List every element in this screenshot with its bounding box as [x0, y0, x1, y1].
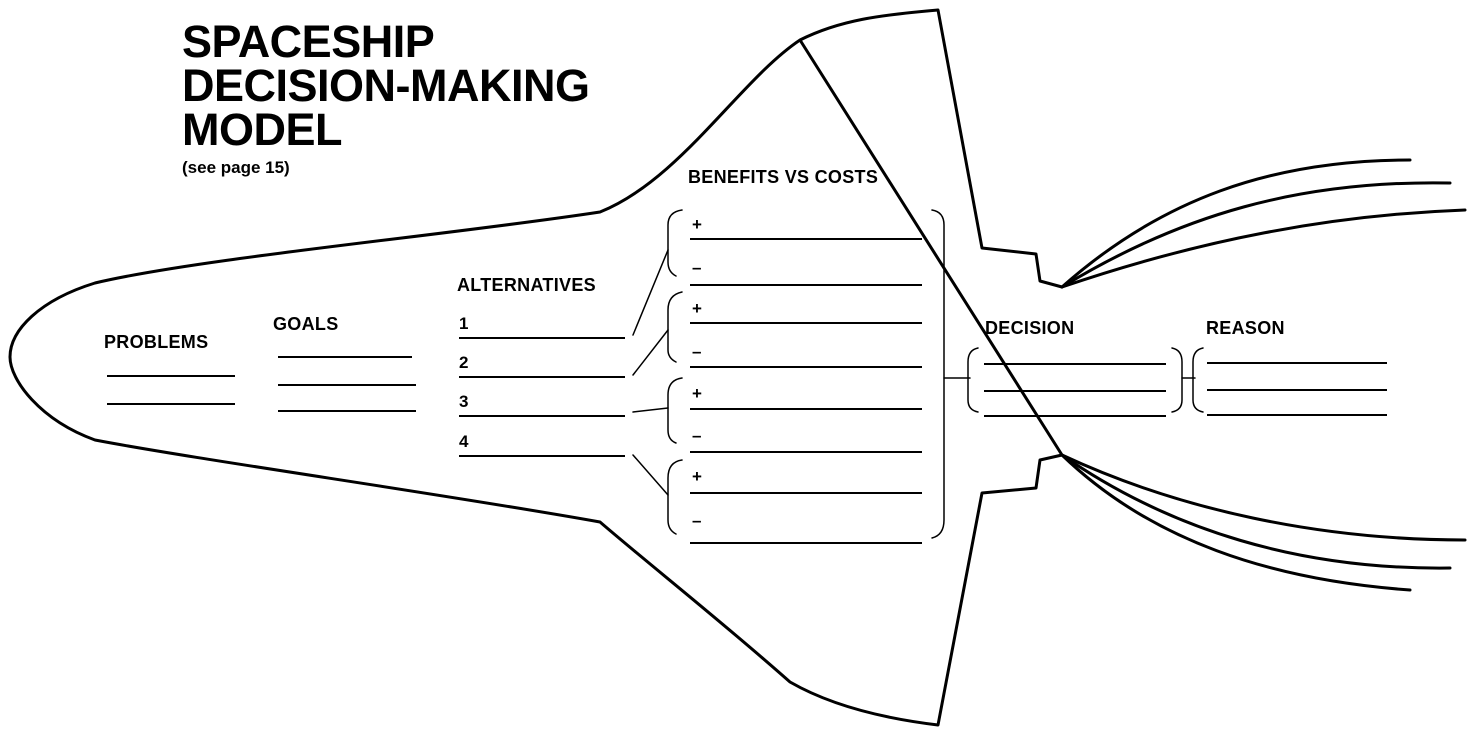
benefit-blank-3[interactable] — [690, 408, 922, 410]
title-line-2: DECISION-MAKING — [182, 60, 590, 111]
decision-blank-3[interactable] — [984, 415, 1166, 417]
benefit-sign-1: + — [692, 215, 702, 234]
cost-sign-4: – — [692, 511, 702, 530]
reason-blank-3[interactable] — [1207, 414, 1387, 416]
cost-blank-1[interactable] — [690, 284, 922, 286]
benefit-sign-2: + — [692, 299, 702, 318]
brace-benefits-right — [931, 209, 945, 539]
goals-blank-2[interactable] — [278, 384, 416, 386]
exhaust-plume-lower-1 — [1060, 453, 1467, 542]
problems-blank-1[interactable] — [107, 375, 235, 377]
bracket-group-2 — [667, 291, 683, 363]
cost-sign-2: – — [692, 342, 702, 361]
cost-sign-1: – — [692, 258, 702, 277]
benefit-blank-4[interactable] — [690, 492, 922, 494]
connector-alt-2 — [632, 329, 669, 376]
header-problems: PROBLEMS — [104, 332, 209, 352]
header-goals: GOALS — [273, 314, 339, 334]
alternative-blank-2[interactable] — [459, 376, 625, 378]
exhaust-plume-upper-3 — [1060, 208, 1467, 289]
bracket-decision-left — [967, 347, 979, 413]
alternative-blank-3[interactable] — [459, 415, 625, 417]
hull-outline — [8, 8, 1064, 727]
header-reason: REASON — [1206, 318, 1285, 338]
benefit-blank-2[interactable] — [690, 322, 922, 324]
benefit-sign-3: + — [692, 384, 702, 403]
bracket-group-4 — [667, 459, 683, 535]
decision-blank-2[interactable] — [984, 390, 1166, 392]
alternative-number-3: 3 — [459, 392, 469, 411]
decision-blank-1[interactable] — [984, 363, 1166, 365]
goals-blank-1[interactable] — [278, 356, 412, 358]
connector-alt-1 — [632, 249, 669, 336]
goals-blank-3[interactable] — [278, 410, 416, 412]
reason-blank-2[interactable] — [1207, 389, 1387, 391]
cost-blank-3[interactable] — [690, 451, 922, 453]
exhaust-plume-lower-3 — [1060, 453, 1412, 592]
bracket-decision-right — [1171, 347, 1183, 413]
cost-sign-3: – — [692, 426, 702, 445]
title-line-1: SPACESHIP — [182, 16, 435, 67]
exhaust-plume-upper-2 — [1060, 181, 1452, 289]
title-line-3: MODEL — [182, 104, 343, 155]
alternative-number-4: 4 — [459, 432, 469, 451]
bracket-reason-left — [1192, 347, 1204, 413]
bracket-group-3 — [667, 377, 683, 444]
benefit-blank-1[interactable] — [690, 238, 922, 240]
header-alternatives: ALTERNATIVES — [457, 275, 596, 295]
benefit-sign-4: + — [692, 467, 702, 486]
title-subtitle: (see page 15) — [182, 158, 290, 177]
alternative-number-2: 2 — [459, 353, 469, 372]
bracket-group-1 — [667, 209, 683, 277]
alternative-blank-4[interactable] — [459, 455, 625, 457]
cost-blank-2[interactable] — [690, 366, 922, 368]
connector-alt-3 — [632, 407, 669, 413]
cost-blank-4[interactable] — [690, 542, 922, 544]
connector-alt-4 — [632, 454, 669, 496]
alternative-blank-1[interactable] — [459, 337, 625, 339]
header-benefits-vs-costs: BENEFITS VS COSTS — [688, 167, 879, 187]
alternative-number-1: 1 — [459, 314, 469, 333]
problems-blank-2[interactable] — [107, 403, 235, 405]
header-decision: DECISION — [985, 318, 1075, 338]
exhaust-plume-lower-2 — [1060, 453, 1452, 570]
exhaust-plume-upper-1 — [1060, 158, 1412, 289]
reason-blank-1[interactable] — [1207, 362, 1387, 364]
